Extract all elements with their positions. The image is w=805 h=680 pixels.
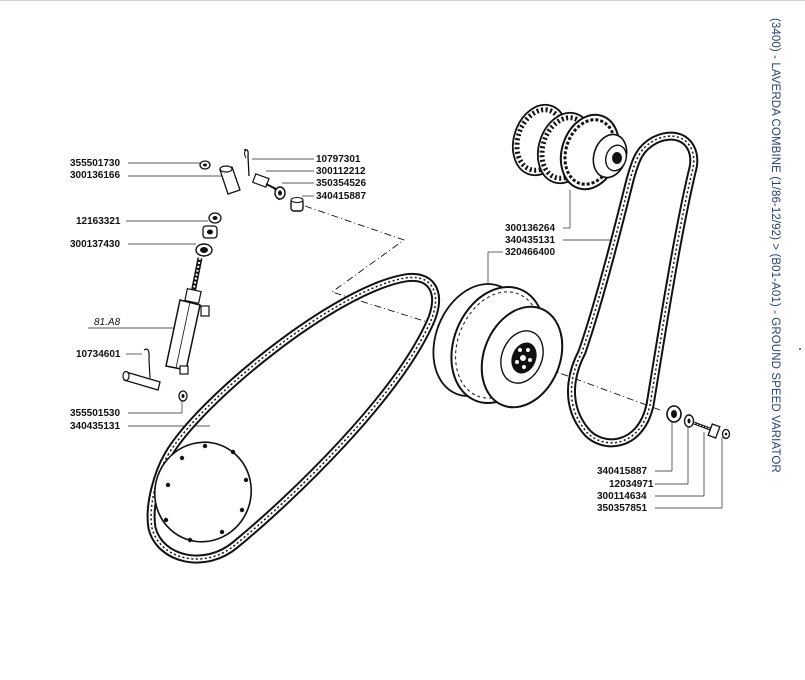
axis-line — [304, 205, 661, 411]
label-300136166[interactable]: 300136166 — [70, 170, 222, 181]
label-10734601[interactable]: 10734601 — [76, 349, 142, 360]
svg-text:12163321: 12163321 — [76, 216, 121, 227]
svg-text:340415887: 340415887 — [597, 466, 647, 477]
variator-pulley-icon — [432, 283, 564, 409]
svg-text:350354526: 350354526 — [316, 178, 366, 189]
svg-text:355501730: 355501730 — [70, 158, 120, 169]
left-pulley-icon — [153, 441, 253, 543]
svg-text:10797301: 10797301 — [316, 154, 361, 165]
label-350354526[interactable]: 350354526 — [282, 178, 366, 189]
label-12163321[interactable]: 12163321 — [76, 216, 208, 227]
label-300137430[interactable]: 300137430 — [70, 239, 196, 250]
svg-text:355501530: 355501530 — [70, 408, 120, 419]
label-340415887-bottom[interactable]: 340415887 — [597, 420, 673, 477]
washer-355501530-icon — [178, 390, 188, 402]
label-10797301[interactable]: 10797301 — [252, 154, 361, 165]
belt-right-icon — [567, 131, 699, 448]
svg-text:10734601: 10734601 — [76, 349, 121, 360]
label-81a8[interactable]: 81.A8 — [88, 317, 180, 329]
svg-text:12034971: 12034971 — [609, 479, 654, 490]
label-300112212[interactable]: 300112212 — [266, 166, 366, 177]
svg-text:350357851: 350357851 — [597, 503, 647, 514]
svg-text:300112212: 300112212 — [316, 166, 366, 177]
svg-text:320466400: 320466400 — [505, 247, 555, 258]
label-300136264[interactable]: 300136264 — [505, 190, 571, 234]
svg-text:81.A8: 81.A8 — [94, 317, 121, 328]
bushing-340415887-bottom-icon — [666, 405, 682, 423]
washer-350354526-icon — [274, 186, 286, 200]
label-340415887-top[interactable]: 340415887 — [302, 191, 366, 202]
svg-text:340415887: 340415887 — [316, 191, 366, 202]
label-340435131-left[interactable]: 340435131 — [70, 421, 210, 432]
label-12034971[interactable]: 12034971 — [609, 425, 689, 490]
bolt-300114634-icon — [693, 421, 721, 439]
stray-mark — [799, 348, 801, 350]
svg-text:300136264: 300136264 — [505, 223, 555, 234]
upper-pulley-icon — [511, 103, 628, 191]
split-pin-10797301-icon — [243, 148, 250, 177]
bushing-340415887-icon — [290, 196, 304, 212]
bushing-12163321-icon — [202, 225, 218, 239]
hydraulic-cylinder-icon — [165, 257, 210, 375]
svg-text:300114634: 300114634 — [597, 491, 647, 502]
page-title: (3400) - LAVERDA COMBINE (1/86-12/92) > … — [769, 18, 781, 473]
washer-12034971-icon — [683, 414, 695, 428]
pin-10734601-icon — [122, 348, 161, 391]
svg-text:300136166: 300136166 — [70, 170, 120, 181]
svg-text:340435131: 340435131 — [505, 235, 555, 246]
svg-text:340435131: 340435131 — [70, 421, 120, 432]
label-355501730[interactable]: 355501730 — [70, 158, 200, 169]
svg-text:300137430: 300137430 — [70, 239, 120, 250]
label-340435131-right[interactable]: 340435131 — [505, 235, 612, 246]
nut-350357851-icon — [721, 428, 731, 440]
nut-355501730-icon — [199, 160, 211, 170]
label-300114634[interactable]: 300114634 — [597, 432, 705, 502]
top-border — [0, 0, 805, 1]
label-320466400[interactable]: 320466400 — [487, 247, 555, 283]
label-355501530[interactable]: 355501530 — [70, 400, 183, 419]
nut-12163321-icon — [208, 212, 222, 224]
label-350357851[interactable]: 350357851 — [597, 437, 723, 514]
nut-300137430-icon — [195, 243, 213, 257]
belt-left-icon — [146, 272, 440, 564]
pin-300136166-icon — [219, 165, 241, 195]
